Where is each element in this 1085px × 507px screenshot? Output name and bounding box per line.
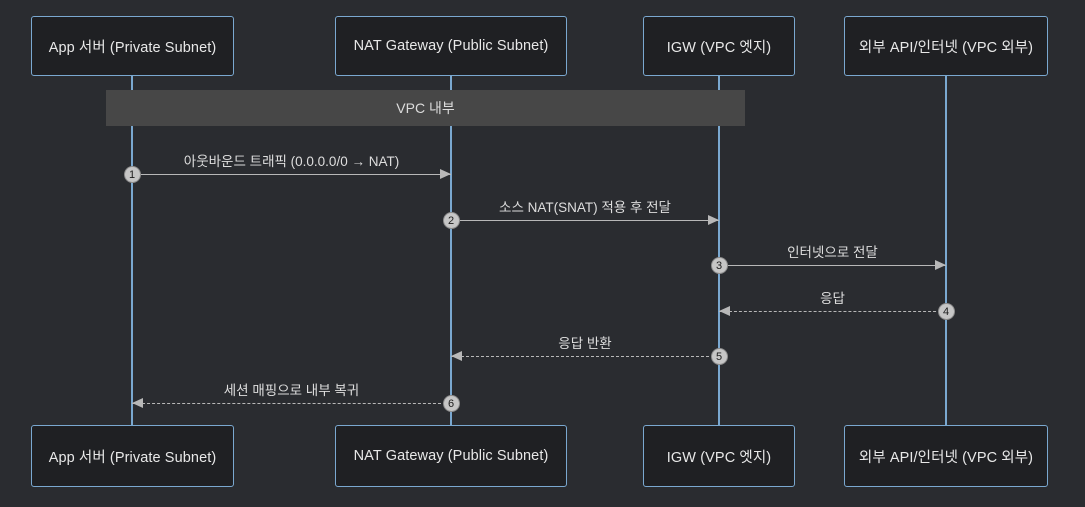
- group-band-vpc: VPC 내부: [106, 90, 745, 126]
- message-arrowhead-1: [440, 169, 451, 179]
- message-line-3: [719, 265, 946, 266]
- actor-box-ext-top[interactable]: 외부 API/인터넷 (VPC 외부): [844, 16, 1048, 76]
- sequence-badge-2: 2: [442, 211, 460, 229]
- sequence-badge-1: 1: [123, 165, 141, 183]
- actor-box-igw-top[interactable]: IGW (VPC 엣지): [643, 16, 795, 76]
- lifeline-app: [131, 76, 133, 425]
- actor-box-app-top[interactable]: App 서버 (Private Subnet): [31, 16, 234, 76]
- message-label-4: 응답: [820, 291, 845, 306]
- actor-box-ext-bottom[interactable]: 외부 API/인터넷 (VPC 외부): [844, 425, 1048, 487]
- message-arrowhead-4: [719, 306, 730, 316]
- sequence-badge-6: 6: [442, 394, 460, 412]
- actor-box-igw-bottom[interactable]: IGW (VPC 엣지): [643, 425, 795, 487]
- lifeline-ext: [945, 76, 947, 425]
- message-line-2: [451, 220, 719, 221]
- message-arrowhead-3: [935, 260, 946, 270]
- message-label-2: 소스 NAT(SNAT) 적용 후 전달: [499, 200, 671, 215]
- actor-box-app-bottom[interactable]: App 서버 (Private Subnet): [31, 425, 234, 487]
- message-line-6: [132, 403, 451, 404]
- message-line-5: [451, 356, 719, 357]
- message-label-1: 아웃바운드 트래픽 (0.0.0.0/0 → NAT): [183, 154, 400, 169]
- message-line-4: [719, 311, 946, 312]
- actor-box-nat-bottom[interactable]: NAT Gateway (Public Subnet): [335, 425, 567, 487]
- sequence-badge-3: 3: [710, 256, 728, 274]
- message-arrowhead-5: [451, 351, 462, 361]
- lifeline-igw: [718, 76, 720, 425]
- actor-box-nat-top[interactable]: NAT Gateway (Public Subnet): [335, 16, 567, 76]
- lifeline-nat: [450, 76, 452, 425]
- message-arrowhead-2: [708, 215, 719, 225]
- message-arrowhead-6: [132, 398, 143, 408]
- sequence-badge-4: 4: [937, 302, 955, 320]
- group-band-label: VPC 내부: [396, 100, 455, 116]
- sequence-badge-5: 5: [710, 347, 728, 365]
- message-label-6: 세션 매핑으로 내부 복귀: [223, 383, 360, 398]
- message-label-3: 인터넷으로 전달: [787, 245, 878, 260]
- message-line-1: [132, 174, 451, 175]
- message-label-5: 응답 반환: [558, 336, 612, 351]
